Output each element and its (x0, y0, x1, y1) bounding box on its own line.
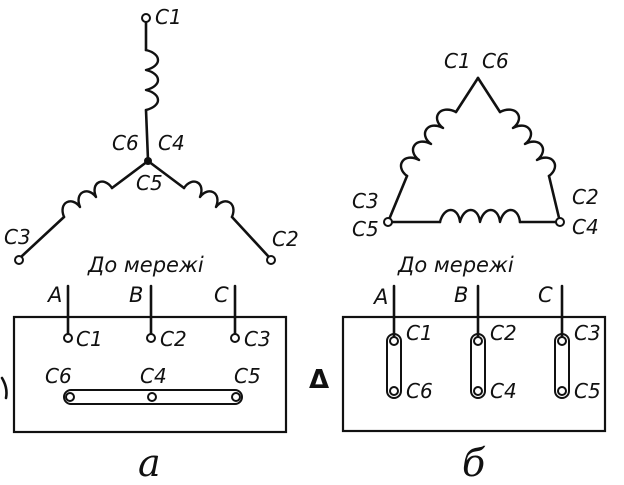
star-board-terminal-c1 (63, 333, 73, 343)
star-board-terminal-c5 (231, 392, 241, 402)
delta-jumper-b (470, 333, 486, 399)
star-board-terminal-c3 (230, 333, 240, 343)
delta-symbol: Δ (309, 365, 329, 395)
star-terminal-board (12, 315, 288, 434)
star-board-label-c6: C6 (45, 364, 72, 388)
delta-label-c2: C2 (572, 185, 599, 209)
delta-board-label-c4: C4 (490, 379, 517, 403)
star-coil-c1 (144, 48, 160, 112)
star-label-c4: C4 (158, 131, 185, 155)
star-label-c3: C3 (4, 225, 31, 249)
delta-coil-right (498, 108, 557, 178)
delta-vertex-left (383, 217, 393, 227)
star-edge-mark (0, 376, 8, 400)
star-caption: а (138, 441, 161, 485)
delta-wire-right-upper (476, 76, 502, 114)
star-board-label-c3: C3 (244, 327, 271, 351)
delta-board-label-c5: C5 (574, 379, 601, 403)
delta-phase-c: C (538, 283, 553, 307)
delta-board-terminal-c4 (473, 386, 483, 396)
delta-board-terminal-c3 (557, 336, 567, 346)
delta-connection: C1 C6 C3 C5 C2 C4 До мережі A B C C1 C2 … (309, 49, 607, 485)
star-network-label: До мережі (87, 253, 204, 277)
star-connection: C1 C6 C4 C5 C3 C2 До мережі A B C C1 C2 … (0, 5, 299, 485)
star-label-c6: C6 (112, 131, 139, 155)
delta-board-terminal-c6 (389, 386, 399, 396)
delta-coil-bottom (438, 208, 522, 224)
star-phase-a: A (46, 283, 62, 307)
delta-board-label-c2: C2 (490, 321, 517, 345)
star-coil-c2 (182, 180, 235, 219)
star-board-label-c1: C1 (76, 327, 103, 351)
star-coil-c3 (61, 180, 114, 219)
delta-phase-a: A (372, 285, 388, 309)
star-label-c5: C5 (136, 171, 163, 195)
delta-vertex-right (555, 217, 565, 227)
star-board-label-c4: C4 (140, 364, 167, 388)
star-board-terminal-c2 (146, 333, 156, 343)
delta-board-label-c3: C3 (574, 321, 601, 345)
star-phase-b: B (129, 283, 143, 307)
delta-label-c5: C5 (352, 217, 379, 241)
star-wire-c3-upper (110, 159, 150, 190)
star-board-label-c5: C5 (234, 364, 261, 388)
star-wire-c1-center (144, 108, 150, 162)
delta-board-terminal-c2 (473, 336, 483, 346)
star-label-c2: C2 (272, 227, 299, 251)
delta-label-c3: C3 (352, 189, 379, 213)
delta-board-label-c6: C6 (406, 379, 433, 403)
delta-caption: б (462, 441, 486, 485)
delta-coil-left (399, 108, 458, 178)
star-wire-c3-lower (20, 215, 66, 258)
delta-jumper-a (386, 333, 402, 399)
star-label-c1: C1 (155, 5, 182, 29)
delta-label-c6: C6 (482, 49, 509, 73)
delta-phase-b: B (454, 283, 468, 307)
delta-terminal-board (341, 315, 607, 433)
delta-wire-left-upper (454, 76, 480, 114)
delta-board-terminal-c1 (389, 336, 399, 346)
delta-network-label: До мережі (397, 253, 514, 277)
star-terminal-c1 (141, 13, 151, 23)
star-board-label-c2: C2 (160, 327, 187, 351)
star-wire-c2-upper (146, 159, 186, 190)
star-terminal-c3 (14, 255, 24, 265)
star-wire-c2-lower (230, 215, 270, 258)
delta-wire-right-lower (547, 174, 562, 224)
delta-wire-left-lower (386, 174, 409, 224)
delta-board-terminal-c5 (557, 386, 567, 396)
star-board-terminal-c4 (147, 392, 157, 402)
delta-jumper-c (554, 333, 570, 399)
star-terminal-c2 (266, 255, 276, 265)
delta-board-label-c1: C1 (406, 321, 433, 345)
delta-label-c4: C4 (572, 215, 599, 239)
star-jumper-bar (63, 389, 243, 405)
star-board-terminal-c6 (65, 392, 75, 402)
star-phase-c: C (214, 283, 229, 307)
delta-label-c1: C1 (444, 49, 471, 73)
